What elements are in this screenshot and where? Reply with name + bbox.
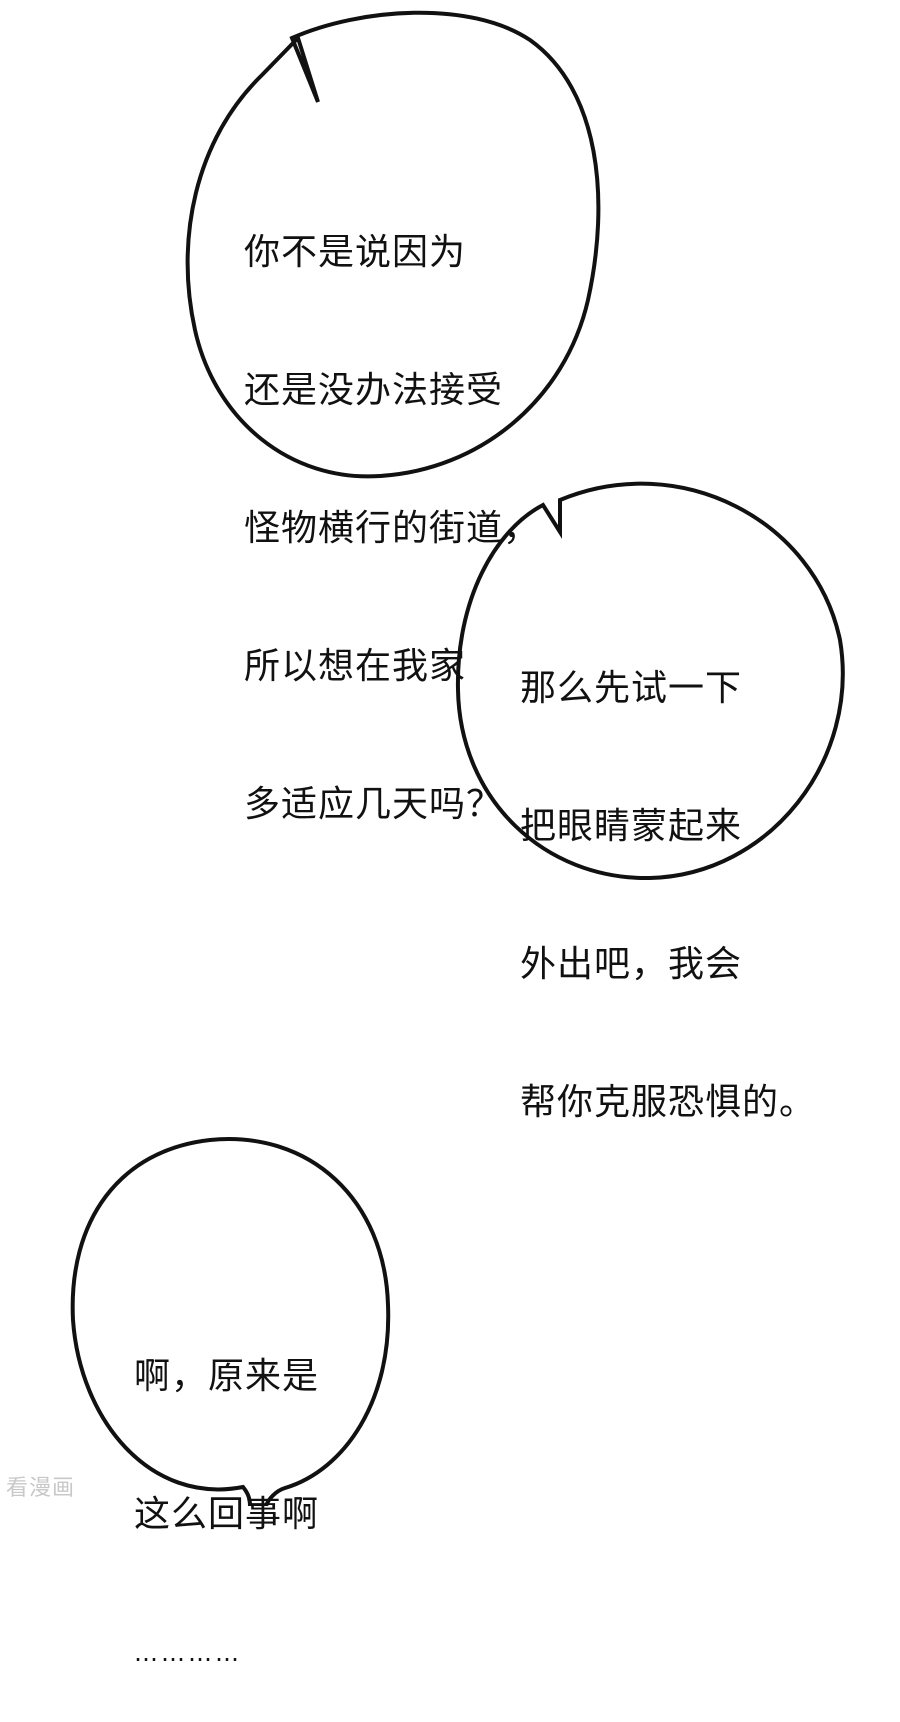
bubble-1-line: 你不是说因为	[244, 232, 467, 273]
bubble-1-line: 多适应几天吗？	[244, 784, 504, 825]
bubble-3-line: …………	[134, 1639, 242, 1667]
bubble-2-line: 那么先试一下	[520, 668, 743, 709]
bubble-2-line: 把眼睛蒙起来	[520, 806, 743, 847]
watermark: 看漫画	[6, 1476, 76, 1501]
bubble-3-line: 这么回事啊	[134, 1494, 320, 1535]
speech-bubble-3	[70, 1137, 391, 1506]
bubble-2-line: 帮你克服恐惧的。	[520, 1082, 817, 1123]
bubble-2-line: 外出吧，我会	[520, 944, 743, 985]
speech-bubble-2	[455, 481, 845, 881]
bubble-3-text: 啊，原来是 这么回事啊 …………	[134, 1262, 319, 1722]
bubble-1-line: 还是没办法接受	[244, 370, 504, 411]
bubble-1-line: 怪物横行的街道，	[244, 508, 541, 549]
bubble-1-text: 你不是说因为 还是没办法接受 怪物横行的街道， 所以想在我家 多适应几天吗？	[244, 138, 540, 874]
bubble-1-line: 所以想在我家	[244, 646, 467, 687]
speech-bubble-1	[185, 10, 601, 479]
bubble-3-line: 啊，原来是	[134, 1356, 320, 1397]
bubble-2-text: 那么先试一下 把眼睛蒙起来 外出吧，我会 帮你克服恐惧的。	[520, 574, 816, 1172]
speech-bubbles-layer	[70, 10, 845, 1506]
